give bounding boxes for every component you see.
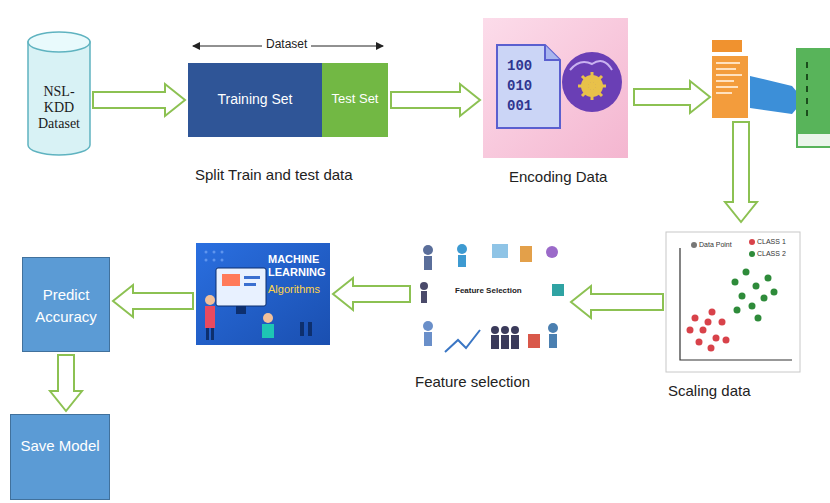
- span-label: Dataset: [262, 37, 311, 51]
- image-text: Feature Selection: [455, 286, 522, 295]
- node-text: Scaling data: [668, 382, 751, 399]
- process-box: Training Set: [188, 63, 322, 137]
- node-text: MACHINE LEARNING: [268, 253, 328, 279]
- node-subtext: Algorithms: [268, 283, 320, 295]
- node-text: Test Set: [322, 91, 388, 106]
- legend-text: CLASS 1: [757, 238, 786, 245]
- flow-arrow: [725, 122, 757, 222]
- image-panel: MACHINE LEARNING Algorithms: [196, 243, 330, 345]
- legend-text: Data Point: [699, 241, 732, 248]
- node-text: Training Set: [188, 91, 322, 107]
- node-text: Save Model: [15, 435, 105, 457]
- feature-illustration: [413, 237, 568, 367]
- flow-arrow: [50, 355, 82, 411]
- ml-illustration: [196, 243, 330, 345]
- process-box: Test Set: [322, 63, 388, 137]
- flow-arrow: [93, 84, 185, 116]
- flow-arrow: [333, 278, 410, 310]
- binary-text: 001: [507, 98, 532, 114]
- flow-arrow: [113, 285, 193, 317]
- node-text: NSL-KDD Dataset: [30, 84, 88, 132]
- database-cylinder: [28, 32, 90, 155]
- node-text: Encoding Data: [509, 168, 607, 185]
- node-text: Feature selection: [415, 373, 530, 390]
- node-text: Predict Accuracy: [27, 284, 105, 328]
- binary-text: 010: [507, 78, 532, 94]
- flow-arrow: [634, 81, 710, 113]
- flow-arrow: [391, 84, 480, 116]
- legend-text: CLASS 2: [757, 250, 786, 257]
- image-panel: Feature selection: [413, 237, 568, 367]
- database-cylinder: NSL-KDD Dataset: [28, 32, 90, 155]
- pipeline-thumbnail: [712, 40, 830, 148]
- scatter-illustration: [666, 232, 800, 372]
- encoding-illustration: [483, 18, 628, 158]
- step-caption: Split Train and test data: [195, 166, 353, 183]
- binary-text: 100: [507, 58, 532, 74]
- process-box: Save Model: [10, 414, 110, 500]
- flow-arrow: [571, 286, 663, 318]
- image-panel: Encoding Data: [483, 18, 628, 158]
- process-box: Predict Accuracy: [22, 257, 110, 352]
